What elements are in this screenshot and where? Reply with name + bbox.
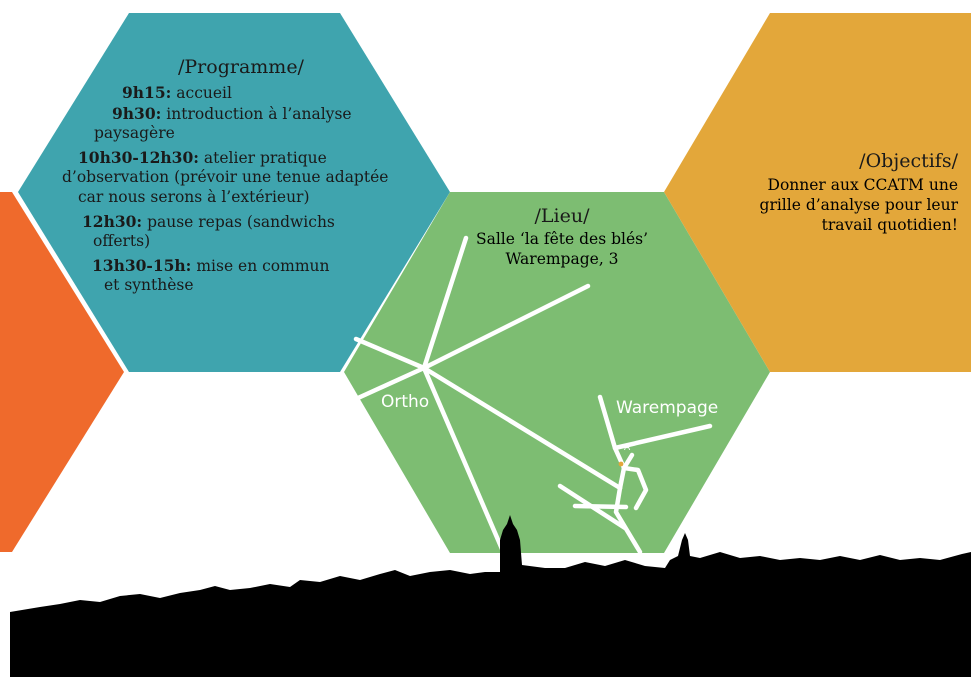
programme-hexagon xyxy=(18,13,450,372)
programme-text: offerts) xyxy=(93,232,151,250)
programme-time: 9h30: xyxy=(112,104,162,123)
programme-line-4: 10h30-12h30: atelier pratique xyxy=(78,148,327,168)
programme-title: /Programme/ xyxy=(178,56,304,78)
programme-text: d’observation (prévoir une tenue adaptée xyxy=(62,168,389,186)
map-roads xyxy=(353,235,713,559)
programme-time: 9h15: xyxy=(122,83,172,102)
orange-hexagon xyxy=(0,192,124,552)
programme-line-7: 12h30: pause repas (sandwichs xyxy=(82,212,335,232)
programme-line-9: 13h30-15h: mise en commun xyxy=(92,256,330,276)
objectifs-line-2: grille d’analyse pour leur xyxy=(759,196,958,214)
programme-text: paysagère xyxy=(94,124,175,142)
map-label-ortho: Ortho xyxy=(381,392,430,412)
objectifs-block: /Objectifs/ Donner aux CCATM une grille … xyxy=(700,150,958,235)
programme-text: introduction à l’analyse xyxy=(161,105,352,123)
programme-line-8: offerts) xyxy=(93,232,150,251)
lieu-block: /Lieu/ Salle ‘la fête des blés’ Warempag… xyxy=(430,205,694,269)
programme-text: car nous serons à l’extérieur) xyxy=(78,188,310,206)
town-silhouette xyxy=(10,515,971,677)
objectifs-hexagon xyxy=(664,13,971,372)
location-marker-dot xyxy=(618,461,624,467)
programme-time: 13h30-15h: xyxy=(92,256,192,275)
lieu-title: /Lieu/ xyxy=(534,205,590,227)
programme-line-2: 9h30: introduction à l’analyse xyxy=(112,104,352,124)
programme-line-6: car nous serons à l’extérieur) xyxy=(78,188,310,207)
programme-text: mise en commun xyxy=(191,257,330,275)
map-label-warempage: Warempage xyxy=(616,398,719,418)
programme-text: atelier pratique xyxy=(198,149,327,167)
objectifs-title: /Objectifs/ xyxy=(859,150,958,172)
programme-line-3: paysagère xyxy=(94,124,175,143)
programme-text: accueil xyxy=(171,84,232,102)
programme-text: et synthèse xyxy=(104,276,194,294)
objectifs-line-3: travail quotidien! xyxy=(821,216,958,234)
programme-time: 10h30-12h30: xyxy=(78,148,199,167)
programme-time: 12h30: xyxy=(82,212,143,231)
programme-text: pause repas (sandwichs xyxy=(142,213,335,231)
lieu-venue: Salle ‘la fête des blés’ xyxy=(475,230,649,248)
programme-line-1: 9h15: accueil xyxy=(122,83,232,103)
objectifs-line-1: Donner aux CCATM une xyxy=(767,176,958,194)
map-marker-letter: A xyxy=(624,443,631,453)
programme-line-10: et synthèse xyxy=(104,276,194,295)
programme-line-5: d’observation (prévoir une tenue adaptée xyxy=(62,168,388,187)
lieu-address: Warempage, 3 xyxy=(505,250,619,268)
